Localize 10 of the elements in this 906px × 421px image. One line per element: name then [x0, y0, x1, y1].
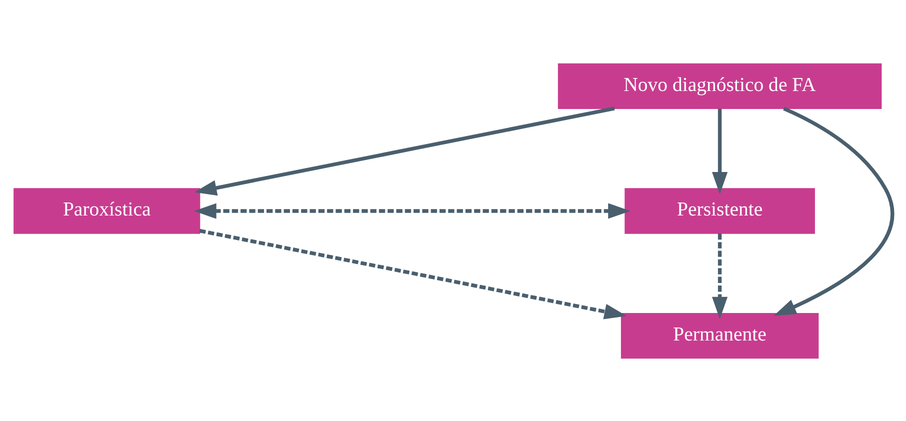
node-box: Paroxística	[13, 188, 200, 234]
node-box: Persistente	[624, 188, 814, 234]
arrow	[712, 108, 728, 194]
node-box: Novo diagnóstico de FA	[557, 62, 882, 109]
arrow	[194, 106, 614, 196]
arrow	[773, 106, 894, 316]
arrow	[712, 233, 728, 319]
node-box: Permanente	[620, 312, 818, 358]
arrow	[194, 202, 630, 218]
arrow	[198, 228, 626, 319]
